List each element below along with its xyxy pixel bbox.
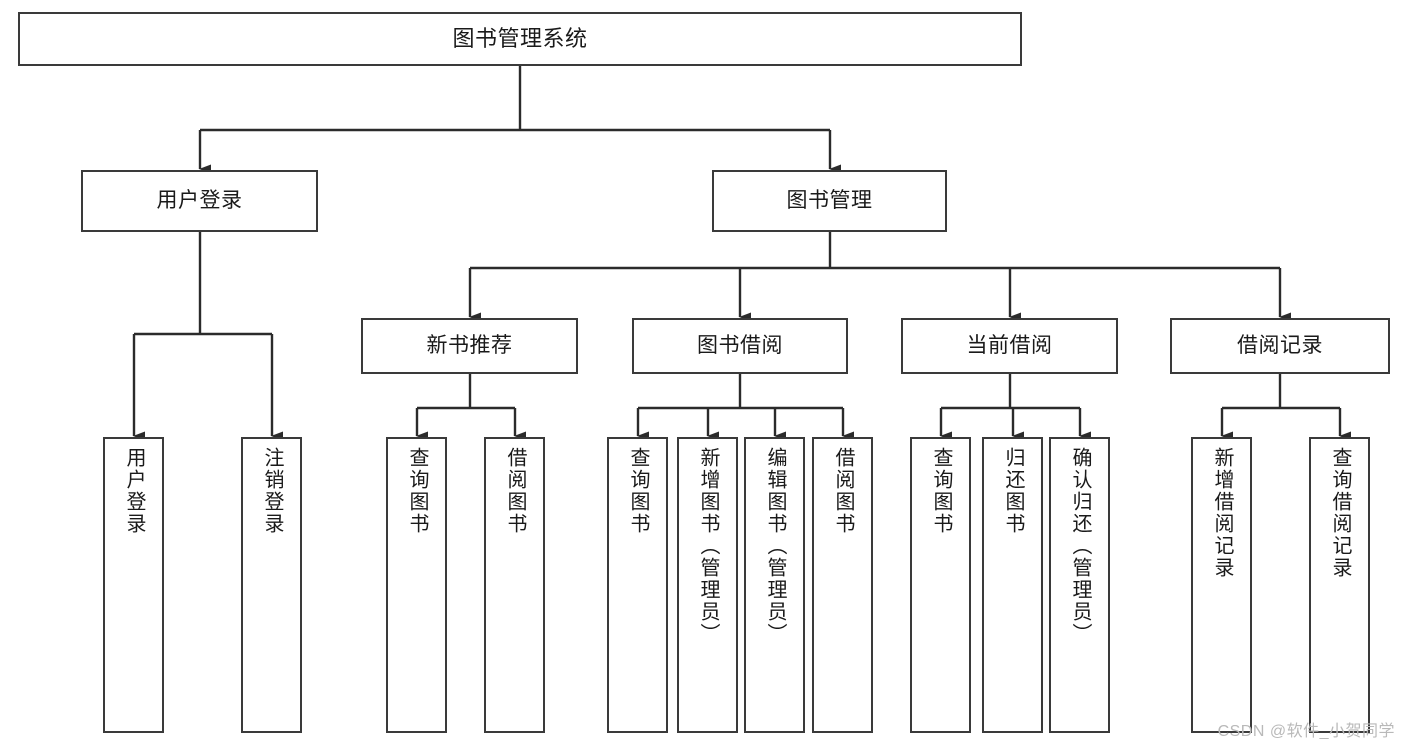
- node-root[interactable]: 图书管理系统: [18, 12, 1022, 66]
- connector-g-login: [132, 232, 283, 441]
- node-label: 查询图书: [406, 447, 428, 535]
- connector-g-current: [939, 374, 1091, 441]
- node-current[interactable]: 当前借阅: [901, 318, 1118, 374]
- node-leaf_q1[interactable]: 查询图书: [386, 437, 447, 733]
- node-leaf_b2[interactable]: 借阅图书: [812, 437, 873, 733]
- node-leaf_b1[interactable]: 借阅图书: [484, 437, 545, 733]
- connector-g-manage: [468, 232, 1291, 322]
- connector-g-borrow: [636, 374, 854, 441]
- node-label: 当前借阅: [966, 333, 1053, 357]
- node-label: 新增图书（管理员）: [697, 447, 719, 645]
- node-user_login[interactable]: 用户登录: [81, 170, 318, 232]
- edge-layer: [132, 66, 1351, 441]
- node-label: 借阅记录: [1237, 333, 1323, 357]
- node-label: 查询图书: [930, 447, 952, 535]
- node-borrow[interactable]: 图书借阅: [632, 318, 848, 374]
- node-leaf_add[interactable]: 新增图书（管理员）: [677, 437, 738, 733]
- node-book_manage[interactable]: 图书管理: [712, 170, 947, 232]
- connector-g-records: [1220, 374, 1351, 441]
- node-label: 查询图书: [627, 447, 649, 535]
- node-label: 借阅图书: [832, 447, 854, 535]
- node-leaf_q2[interactable]: 查询图书: [607, 437, 668, 733]
- node-label: 新书推荐: [426, 333, 513, 357]
- node-leaf_q3[interactable]: 查询图书: [910, 437, 971, 733]
- node-label: 借阅图书: [504, 447, 526, 535]
- watermark-text: CSDN @软件_小贺同学: [1217, 723, 1395, 740]
- node-new_rec[interactable]: 新书推荐: [361, 318, 578, 374]
- node-leaf_confirm[interactable]: 确认归还（管理员）: [1049, 437, 1110, 733]
- node-label: 用户登录: [156, 188, 243, 212]
- node-leaf_logout[interactable]: 注销登录: [241, 437, 302, 733]
- node-leaf_login[interactable]: 用户登录: [103, 437, 164, 733]
- node-leaf_return[interactable]: 归还图书: [982, 437, 1043, 733]
- node-leaf_addrec[interactable]: 新增借阅记录: [1191, 437, 1252, 733]
- node-label: 图书借阅: [697, 333, 783, 357]
- node-label: 图书管理: [786, 188, 873, 212]
- node-label: 查询借阅记录: [1329, 447, 1351, 579]
- node-label: 确认归还（管理员）: [1069, 447, 1091, 645]
- node-label: 编辑图书（管理员）: [764, 447, 786, 645]
- node-leaf_qrec[interactable]: 查询借阅记录: [1309, 437, 1370, 733]
- connector-g-root: [198, 66, 841, 174]
- node-label: 注销登录: [261, 447, 283, 535]
- connector-g-newrec: [415, 374, 526, 441]
- node-label: 归还图书: [1002, 447, 1024, 535]
- node-records[interactable]: 借阅记录: [1170, 318, 1390, 374]
- node-leaf_edit[interactable]: 编辑图书（管理员）: [744, 437, 805, 733]
- node-label: 用户登录: [123, 447, 145, 535]
- node-label: 图书管理系统: [452, 26, 588, 52]
- node-label: 新增借阅记录: [1211, 447, 1233, 579]
